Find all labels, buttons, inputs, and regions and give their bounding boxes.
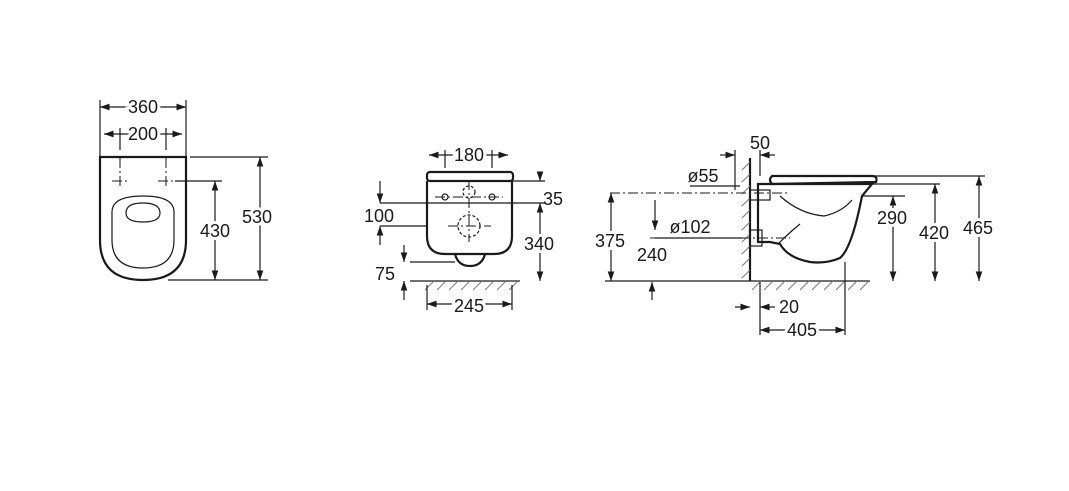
dim-245-label: 245: [454, 296, 484, 316]
dim-360-label: 360: [128, 97, 158, 117]
dim-35-label: 35: [543, 189, 563, 209]
bowl-opening: [111, 195, 175, 269]
inlet-pipe: [749, 189, 771, 201]
dim-200-label: 200: [128, 124, 158, 144]
bowl-inner: [125, 202, 161, 223]
bowl-profile: [756, 182, 875, 264]
seat-lid: [425, 170, 515, 183]
seat-lid-side: [768, 174, 878, 186]
front-view: 360 200 430 530: [98, 94, 275, 282]
bowl-outline: [98, 155, 188, 282]
dim-375-label: 375: [595, 231, 625, 251]
bowl-interior: [779, 195, 853, 217]
dim-180-label: 180: [454, 145, 484, 165]
dim-50-label: 50: [750, 133, 770, 153]
bowl-body: [425, 181, 514, 256]
dim-530-label: 530: [242, 207, 272, 227]
dim-20-label: 20: [779, 297, 799, 317]
dim-430-label: 430: [200, 221, 230, 241]
trap-channel: [777, 223, 801, 245]
dim-240-label: 240: [637, 245, 667, 265]
outlet: [453, 253, 487, 268]
dim-405-label: 405: [787, 320, 817, 340]
dim-100-label: 100: [364, 206, 394, 226]
dim-102-label: ø102: [669, 217, 710, 237]
dim-465-label: 465: [963, 218, 993, 238]
dim-75-label: 75: [375, 264, 395, 284]
side-view: 50 ø55 ø102 375 240 290 420 465 20 405: [592, 133, 996, 343]
dim-55-label: ø55: [687, 166, 718, 186]
dim-290-label: 290: [877, 208, 907, 228]
dim-340-label: 340: [524, 234, 554, 254]
dim-420-label: 420: [919, 223, 949, 243]
back-view: 180 35 100 340 75 245: [361, 142, 563, 319]
